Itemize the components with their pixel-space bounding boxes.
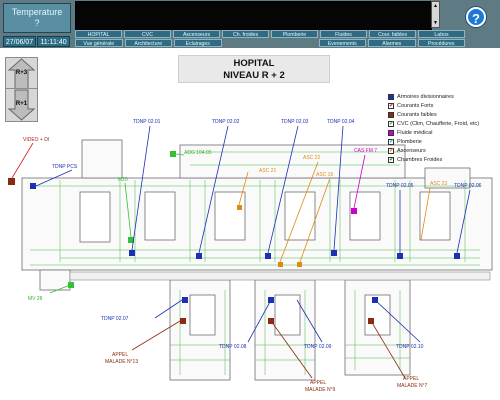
nav-vue-generale[interactable]: Vue générale [75, 39, 123, 47]
alarm-scroll-buttons[interactable]: ▲ ▼ [431, 1, 440, 28]
square-icon [388, 111, 394, 118]
label-appel-13-line1: APPEL [112, 352, 128, 358]
nav-labos[interactable]: Labos [418, 30, 465, 38]
label-appel-9-line1: APPEL [310, 380, 326, 386]
label-tdnp-0209: TDNP 02.09 [304, 344, 332, 350]
legend-item-armoires[interactable]: Armoires divisionnaires [388, 92, 498, 101]
label-cas-fm: CAS FM 7 [354, 148, 377, 154]
label-video: VIDEO + DI [23, 137, 49, 143]
check-icon: ✔ [388, 120, 395, 127]
label-adg: ADG 104.05 [184, 150, 212, 156]
label-asc-21: ASC 21 [259, 168, 276, 174]
legend-label: Fluide médical [397, 129, 433, 136]
legend-item-cvc[interactable]: ✔ CVC (Clim, Chaufferie, Froid, etc) [388, 119, 498, 128]
label-asc-16: ASC 16 [316, 172, 333, 178]
scroll-up-icon[interactable]: ▲ [433, 3, 438, 9]
label-tdnp-0201: TDNP 02.01 [133, 119, 161, 125]
nav-architecture[interactable]: Architecture [124, 39, 172, 47]
nav-evenements[interactable]: Evenements [318, 39, 366, 47]
nav-courants-faibles[interactable]: Cour. faibles [369, 30, 416, 38]
floor-down-label: R+1 [15, 101, 28, 107]
nav-row-secondary: Vue générale Architecture Eclairages Eve… [75, 39, 465, 47]
square-icon [388, 93, 394, 100]
nav-fluides[interactable]: Fluides [320, 30, 367, 38]
nav-hopital[interactable]: HOPITAL [75, 30, 122, 38]
temperature-value: ? [34, 18, 40, 28]
label-tdnp-0204: TDNP 02.04 [327, 119, 355, 125]
legend-label: Courants Forts [397, 102, 434, 109]
label-appel-13-line2: MALADE N°13 [105, 359, 138, 365]
legend-item-plomberie[interactable]: ✔ Plomberie [388, 137, 498, 146]
floor-up-button[interactable]: R+3 [5, 57, 38, 91]
nav-chambres-froides[interactable]: Ch. froides [222, 30, 269, 38]
label-m20: M20 [118, 177, 128, 183]
nav-alarmes[interactable]: Alarmes [368, 39, 416, 47]
check-icon: ✔ [388, 147, 395, 154]
label-tdnp-0208: TDNP 02.08 [219, 344, 247, 350]
label-tdnp-0205: TDNP 02.05 [386, 183, 414, 189]
nav-ascenseurs[interactable]: Ascenseurs [173, 30, 220, 38]
plan-title-box: HOPITAL NIVEAU R + 2 [178, 55, 330, 83]
label-asc-22: ASC 22 [303, 155, 320, 161]
nav-cvc[interactable]: CVC [124, 30, 171, 38]
check-icon: ✔ [388, 138, 395, 145]
legend: Armoires divisionnaires ✔ Courants Forts… [388, 92, 498, 164]
label-appel-7-line2: MALADE N°7 [397, 383, 428, 389]
nav-eclairages[interactable]: Eclairages [174, 39, 222, 47]
legend-label: Chambres Froides [397, 156, 443, 163]
nav-procedures[interactable]: Procédures [417, 39, 465, 47]
question-icon[interactable]: ? [466, 7, 486, 27]
legend-item-courants-forts[interactable]: ✔ Courants Forts [388, 101, 498, 110]
temperature-widget[interactable]: Temperature ? [3, 3, 71, 33]
floor-subtitle: NIVEAU R + 2 [223, 70, 285, 81]
date-display: 27/06/07 [3, 36, 36, 47]
legend-label: CVC (Clim, Chaufferie, Froid, etc) [397, 120, 480, 127]
page-title: HOPITAL [233, 58, 275, 69]
legend-label: Plomberie [397, 138, 422, 145]
legend-item-courants-faibles[interactable]: Courants faibles [388, 110, 498, 119]
arrow-down-icon [7, 89, 36, 121]
label-appel-9-line2: MALADE N°9 [305, 387, 336, 393]
alarm-message-panel [75, 1, 432, 30]
label-tdnp-0202: TDNP 02.02 [212, 119, 240, 125]
label-tdnp-0206: TDNP 02.06 [454, 183, 482, 189]
label-tdnp-0203: TDNP 02.03 [281, 119, 309, 125]
legend-label: Armoires divisionnaires [397, 93, 454, 100]
label-asc-23: ASC 23 [430, 181, 447, 187]
legend-item-chambres-froides[interactable]: ✔ Chambres Froides [388, 155, 498, 164]
floor-down-button[interactable]: R+1 [5, 88, 38, 122]
check-icon: ✔ [388, 102, 395, 109]
legend-item-fluide-medical[interactable]: Fluide médical [388, 128, 498, 137]
legend-label: Ascenseurs [397, 147, 426, 154]
check-icon: ✔ [388, 156, 395, 163]
label-mv: MV 28 [28, 296, 43, 302]
label-tdnp-pcs: TDNP PCS [52, 164, 78, 170]
time-display: 11:11:40 [37, 36, 70, 47]
nav-row-primary: HOPITAL CVC Ascenseurs Ch. froides Plomb… [75, 30, 465, 38]
legend-item-ascenseurs[interactable]: ✔ Ascenseurs [388, 146, 498, 155]
temperature-label: Temperature [11, 7, 63, 17]
label-tdnp-0210: TDNP 02.10 [396, 344, 424, 350]
label-tdnp-0207: TDNP 02.07 [101, 316, 129, 322]
floor-up-label: R+3 [15, 70, 28, 76]
legend-label: Courants faibles [397, 111, 437, 118]
square-icon [388, 129, 394, 136]
scroll-down-icon[interactable]: ▼ [433, 20, 438, 26]
label-appel-7-line1: APPEL [403, 376, 419, 382]
nav-plomberie[interactable]: Plomberie [271, 30, 318, 38]
